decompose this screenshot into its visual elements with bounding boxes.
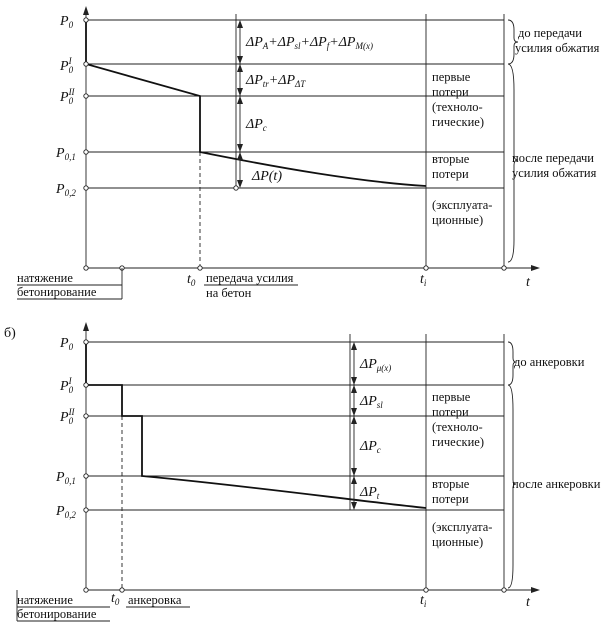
a-note-second-1: вторые [432,152,470,166]
b-note-first-3: (техноло- [432,420,483,434]
a-note-first-2: потери [432,85,469,99]
a-note-transfer-2: на бетон [206,286,252,300]
a-note-before-1: до передачи [518,26,582,40]
b-dot-p01 [83,473,89,479]
b-note-anchoring: анкеровка [128,593,182,607]
b-letter: б) [4,326,16,341]
a-dot-pt [233,185,239,191]
a-dot-t0 [197,265,203,271]
b-dot-origin [83,587,89,593]
b-dim-arrows [351,342,357,510]
a-label-p0: P0 [59,14,74,30]
a-x-axis-arrow [531,265,540,271]
a-note-first-1: первые [432,70,471,84]
b-dot-right [501,587,507,593]
a-label-pt: ΔP(t) [251,169,282,184]
a-dot-origin [83,265,89,271]
b-dot-p02 [83,507,89,513]
b-note-before: до анкеровки [514,355,585,369]
b-axis-ti: ti [420,593,427,609]
a-note-second-2: потери [432,167,469,181]
b-label-c: ΔPc [359,439,381,455]
b-dot-ti [423,587,429,593]
a-dot-p0ii [83,93,89,99]
b-note-second-1: вторые [432,477,470,491]
a-dot-right [501,265,507,271]
a-axis-ti: ti [420,272,427,288]
b-note-concreting: бетонирование [17,607,97,621]
a-axis-t: t [526,275,531,290]
b-axis-t0: t0 [111,591,120,607]
a-dot-p0 [83,17,89,23]
b-dot-t0 [119,587,125,593]
b-dot-p0i [83,382,89,388]
b-brace-after [507,384,517,589]
b-brace-before [507,341,517,386]
b-x-axis-arrow [531,587,540,593]
a-dot-ti [423,265,429,271]
b-note-tension: натяжение [17,593,73,607]
b-label-p0: P0 [59,336,74,352]
b-axis-t: t [526,595,531,610]
a-y-axis-arrow [83,6,89,15]
a-note-after-2: усилия обжатия [512,166,597,180]
a-note-transfer-1: передача усилия [206,271,294,285]
b-force-curve [85,342,427,509]
b-label-p02: P0,2 [55,504,76,520]
a-dot-p01 [83,149,89,155]
a-axis-t0: t0 [187,272,196,288]
b-note-after: после анкеровки [512,477,601,491]
b-dot-p0ii [83,413,89,419]
b-note-second-2: потери [432,492,469,506]
a-note-after-1: после передачи [512,151,594,165]
b-note-first-4: гические) [432,435,484,449]
a-force-curve [85,20,427,187]
a-note-oper-2: ционные) [432,213,483,227]
b-note-oper-1: (эксплуата- [432,520,492,534]
b-note-first-1: первые [432,390,471,404]
a-note-first-3: (техноло- [432,100,483,114]
a-note-concreting: бетонирование [17,285,97,299]
a-note-first-4: гические) [432,115,484,129]
a-label-pc: ΔPc [245,117,267,133]
part-b: б) [4,322,601,622]
a-brace-before [507,19,519,65]
b-label-sl: ΔPsl [359,394,383,410]
a-dot-p02 [83,185,89,191]
b-note-first-2: потери [432,405,469,419]
b-dot-p0 [83,339,89,345]
a-note-tension: натяжение [17,271,73,285]
a-dot-p0i [83,61,89,67]
a-label-p01: P0,1 [55,146,76,162]
b-y-axis-arrow [83,322,89,331]
a-note-oper-1: (эксплуата- [432,198,492,212]
a-note-before-2: усилия обжатия [515,41,600,55]
b-note-oper-2: ционные) [432,535,483,549]
b-label-mu: ΔPμ(x) [359,357,391,373]
b-label-p01: P0,1 [55,470,76,486]
a-dim-arrows [237,20,243,188]
a-brace-after [507,63,519,263]
b-label-t: ΔPt [359,485,380,501]
a-label-sum2: ΔPtr+ΔPΔT [245,73,306,89]
a-label-p02: P0,2 [55,182,76,198]
a-label-sum1: ΔPA+ΔPsl+ΔPf+ΔPM(x) [245,35,373,51]
